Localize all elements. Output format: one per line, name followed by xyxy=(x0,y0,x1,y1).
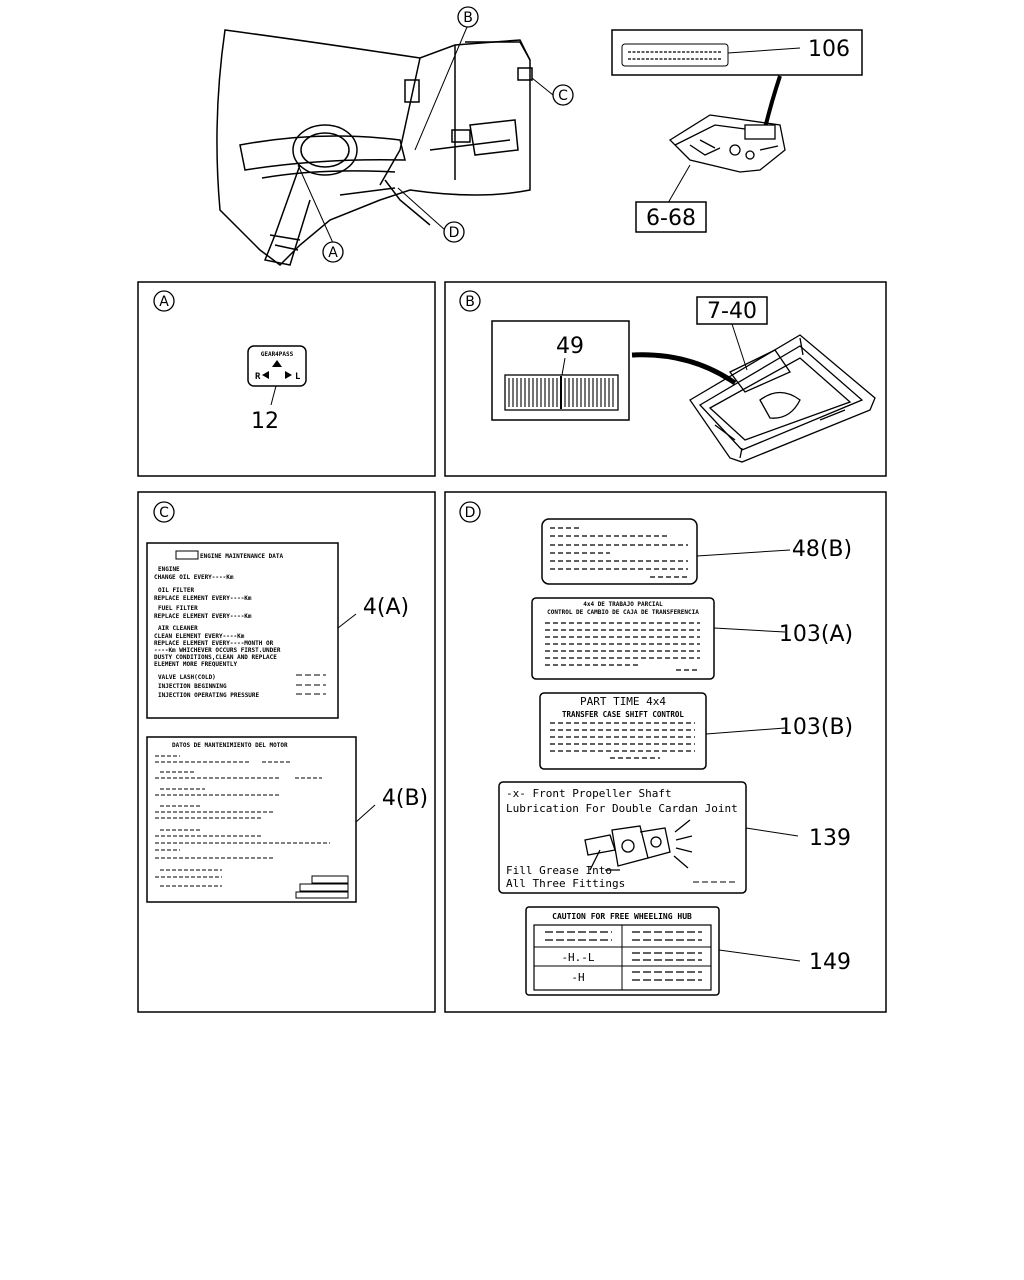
callout-box-668: 6-68 xyxy=(635,201,707,233)
panel-c: C ENGINE MAINTENANCE DATA ENGINE CHANGE … xyxy=(137,491,436,1013)
marker-b: B xyxy=(465,294,475,310)
marker-a-top: A xyxy=(322,241,344,263)
overhead-console-illustration xyxy=(668,114,786,173)
marker-d: D xyxy=(465,505,476,521)
pointer-arrow-49 xyxy=(631,352,737,386)
callout-139: 139 xyxy=(809,826,851,851)
label-103b: PART TIME 4x4 TRANSFER CASE SHIFT CONTRO… xyxy=(539,692,707,770)
pointer-arrow-106 xyxy=(763,75,782,129)
svg-text:D: D xyxy=(449,225,460,241)
svg-text:AIR CLEANER: AIR CLEANER xyxy=(158,625,198,632)
callout-12: 12 xyxy=(251,409,279,434)
svg-text:4x4 DE TRABAJO PARCIAL: 4x4 DE TRABAJO PARCIAL xyxy=(583,601,663,608)
marker-b-top: B xyxy=(457,6,479,28)
cab-interior-illustration xyxy=(216,29,533,266)
svg-text:ENGINE: ENGINE xyxy=(158,566,180,573)
svg-text:PART TIME 4x4: PART TIME 4x4 xyxy=(580,695,666,708)
svg-text:REPLACE ELEMENT EVERY----Km: REPLACE ELEMENT EVERY----Km xyxy=(154,613,252,620)
svg-text:OIL FILTER: OIL FILTER xyxy=(158,587,195,594)
callout-740: 7-40 xyxy=(707,299,757,324)
svg-text:INJECTION BEGINNING: INJECTION BEGINNING xyxy=(158,683,227,690)
callout-48b: 48(B) xyxy=(792,537,852,562)
svg-text:GEAR4PASS: GEAR4PASS xyxy=(261,351,294,358)
svg-text:L: L xyxy=(295,372,301,382)
svg-text:Lubrication For Double Cardan: Lubrication For Double Cardan Joint xyxy=(506,802,738,815)
svg-text:CONTROL DE CAMBIO DE CAJA DE T: CONTROL DE CAMBIO DE CAJA DE TRANSFERENC… xyxy=(547,609,699,616)
marker-c-top: C xyxy=(552,84,574,106)
marker-a: A xyxy=(159,294,169,310)
cardan-joint-illustration xyxy=(584,819,693,871)
marker-c: C xyxy=(159,505,169,521)
svg-text:ELEMENT MORE FREQUENTLY: ELEMENT MORE FREQUENTLY xyxy=(154,661,237,668)
svg-text:-H.-L: -H.-L xyxy=(561,951,594,964)
callout-box-740: 7-40 xyxy=(696,296,768,325)
svg-text:REPLACE ELEMENT EVERY----Km: REPLACE ELEMENT EVERY----Km xyxy=(154,595,252,602)
panel-a: A GEAR4PASS R L 12 xyxy=(137,281,436,477)
svg-text:FUEL FILTER: FUEL FILTER xyxy=(158,605,198,612)
svg-text:VALVE LASH(COLD): VALVE LASH(COLD) xyxy=(158,674,216,681)
label-4a-engine-maintenance: ENGINE MAINTENANCE DATA ENGINE CHANGE OI… xyxy=(146,542,339,719)
svg-text:INJECTION OPERATING PRESSURE: INJECTION OPERATING PRESSURE xyxy=(158,692,260,699)
marker-d-top: D xyxy=(443,221,465,243)
callout-4a: 4(A) xyxy=(363,595,409,620)
panel-b: B 49 7 xyxy=(444,281,887,477)
callout-149: 149 xyxy=(809,950,851,975)
svg-text:C: C xyxy=(558,88,568,104)
leader-668 xyxy=(667,164,691,204)
svg-text:ENGINE MAINTENANCE DATA: ENGINE MAINTENANCE DATA xyxy=(200,553,283,560)
callout-103b: 103(B) xyxy=(779,715,853,740)
callout-106: 106 xyxy=(808,37,850,62)
callout-668: 6-68 xyxy=(646,206,696,231)
label-4b-datos-mantenimiento: DATOS DE MANTENIMIENTO DEL MOTOR xyxy=(146,736,357,903)
svg-text:REPLACE ELEMENT EVERY----MONTH: REPLACE ELEMENT EVERY----MONTH OR xyxy=(154,640,274,647)
label-49-barcode xyxy=(504,374,619,411)
svg-text:DUSTY CONDITIONS,CLEAN AND REP: DUSTY CONDITIONS,CLEAN AND REPLACE xyxy=(154,654,277,661)
glove-box-illustration xyxy=(689,334,876,463)
svg-text:-H: -H xyxy=(571,971,584,984)
svg-text:Fill Grease Into: Fill Grease Into xyxy=(506,864,612,877)
svg-text:CAUTION FOR FREE WHEELING HUB: CAUTION FOR FREE WHEELING HUB xyxy=(552,912,692,921)
svg-text:All Three Fittings: All Three Fittings xyxy=(506,877,625,890)
label-103a: 4x4 DE TRABAJO PARCIAL CONTROL DE CAMBIO… xyxy=(531,597,715,680)
cab-leader-lines xyxy=(297,26,554,244)
label-139-propeller-shaft: -x- Front Propeller Shaft Lubrication Fo… xyxy=(498,781,747,894)
label-149-free-wheeling-hub: CAUTION FOR FREE WHEELING HUB -H.-L -H xyxy=(525,906,720,996)
svg-text:R: R xyxy=(255,372,261,382)
label-48b xyxy=(541,518,698,585)
svg-text:CLEAN ELEMENT EVERY----Km: CLEAN ELEMENT EVERY----Km xyxy=(154,633,245,640)
label-12-shift-pattern: GEAR4PASS R L xyxy=(247,345,307,387)
svg-text:-x- Front Propeller Shaft: -x- Front Propeller Shaft xyxy=(506,787,672,800)
svg-text:CHANGE OIL EVERY----Km: CHANGE OIL EVERY----Km xyxy=(154,574,234,581)
svg-text:B: B xyxy=(463,10,473,26)
callout-49: 49 xyxy=(556,334,584,359)
callout-4b: 4(B) xyxy=(382,786,428,811)
callout-103a: 103(A) xyxy=(779,622,853,647)
svg-text:DATOS DE MANTENIMIENTO DEL MOT: DATOS DE MANTENIMIENTO DEL MOTOR xyxy=(172,742,288,749)
svg-text:----Km WHICHEVER OCCURS FIRST.: ----Km WHICHEVER OCCURS FIRST.UNDER xyxy=(154,647,281,654)
svg-text:TRANSFER CASE SHIFT CONTROL: TRANSFER CASE SHIFT CONTROL xyxy=(562,710,684,719)
panel-d: D 48(B) 4x4 DE TRABAJO PARCIAL CONTROL D… xyxy=(444,491,887,1013)
label-106-card: 106 xyxy=(611,29,863,76)
svg-text:A: A xyxy=(328,245,338,261)
